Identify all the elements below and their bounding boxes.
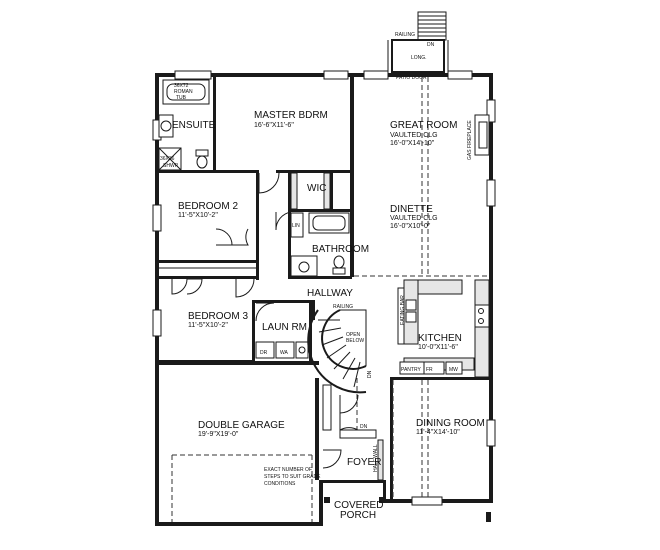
bath-toilet bbox=[332, 255, 346, 275]
porch-posts bbox=[324, 497, 491, 522]
note-tub-size: 36X72 bbox=[174, 83, 189, 89]
bedroom2-dims: 11'-5"X10'-2" bbox=[178, 212, 218, 219]
note-eating-bar: EATING BAR bbox=[400, 295, 406, 325]
exterior-walls bbox=[155, 73, 493, 526]
dinette-sub: VAULTED CLG bbox=[390, 215, 438, 222]
note-railing-top: RAILING bbox=[395, 32, 415, 38]
note-washer: WA bbox=[280, 350, 289, 356]
kitchen-name: KITCHEN bbox=[418, 333, 462, 344]
foyer-name: FOYER bbox=[347, 457, 381, 468]
wic-name: WIC bbox=[307, 183, 326, 194]
bedroom2-name: BEDROOM 2 bbox=[178, 201, 238, 212]
kitchen-dims: 10'-0"X11'-6" bbox=[418, 344, 458, 351]
note-half-wall: HALF WALL bbox=[373, 444, 379, 472]
garage-dims: 19'-9"X19'-0" bbox=[198, 431, 239, 438]
foyer-step bbox=[339, 429, 377, 439]
wic-shelves bbox=[290, 172, 331, 210]
shower bbox=[158, 147, 182, 171]
great-room-name: GREAT ROOM bbox=[390, 120, 457, 131]
bathtub bbox=[308, 212, 350, 234]
half-wall bbox=[377, 439, 384, 481]
master-bdrm-name: MASTER BDRM bbox=[254, 110, 328, 121]
porch-name-1: COVERED bbox=[334, 500, 383, 511]
note-pantry: PANTRY bbox=[401, 367, 421, 373]
curved-stair bbox=[307, 309, 367, 394]
vault-lines bbox=[354, 77, 489, 499]
master-bdrm-dims: 16'-6"X11'-6" bbox=[254, 122, 294, 129]
note-garage-2: STEPS TO SUIT GRADE bbox=[264, 474, 321, 480]
roman-tub bbox=[162, 79, 210, 105]
dining-room-name: DINING ROOM bbox=[416, 418, 485, 429]
ensuite-name: ENSUITE bbox=[172, 120, 216, 131]
ensuite-sink bbox=[158, 114, 174, 138]
bath-vanity bbox=[290, 255, 318, 277]
garage-name: DOUBLE GARAGE bbox=[198, 420, 285, 431]
kitchen-range bbox=[474, 304, 490, 328]
porch-name-2: PORCH bbox=[340, 510, 376, 521]
note-below: BELOW bbox=[346, 338, 364, 344]
bedroom3-dims: 11'-5"X10'-2" bbox=[188, 322, 228, 329]
linen-closet bbox=[290, 212, 304, 238]
rear-stair bbox=[417, 11, 447, 41]
note-tub-roman: ROMAN bbox=[174, 89, 193, 95]
note-garage-1: EXACT NUMBER OF bbox=[264, 467, 312, 473]
pantry-fridge bbox=[399, 361, 463, 375]
note-dn-stair: DN bbox=[367, 370, 373, 378]
note-dryer: DR bbox=[260, 350, 268, 356]
note-patio-door: PATIO DOOR bbox=[396, 75, 427, 81]
note-railing-stair: RAILING bbox=[333, 304, 353, 310]
great-room-sub: VAULTED CLG bbox=[390, 132, 438, 139]
note-shower: SHWR bbox=[163, 163, 179, 169]
great-room-dims: 16'-0"X14'-10" bbox=[390, 140, 435, 147]
laundry-name: LAUN RM bbox=[262, 322, 307, 333]
ensuite-toilet bbox=[195, 149, 209, 169]
bedroom3-name: BEDROOM 3 bbox=[188, 311, 248, 322]
note-linen: LIN bbox=[292, 223, 300, 229]
doors bbox=[171, 172, 359, 469]
kitchen-sink bbox=[405, 299, 417, 323]
note-fireplace: GAS FIREPLACE bbox=[467, 120, 473, 160]
hallway-name: HALLWAY bbox=[307, 288, 353, 299]
rear-deck bbox=[387, 39, 449, 74]
dining-room-dims: 11'-4"X14'-10" bbox=[416, 429, 460, 436]
note-tub: TUB bbox=[176, 95, 187, 101]
dinette-dims: 16'-0"X10'-0" bbox=[390, 223, 431, 230]
bathroom-name: BATHROOM bbox=[312, 244, 369, 255]
gas-fireplace bbox=[474, 114, 490, 156]
note-open: OPEN bbox=[346, 332, 361, 338]
note-shower-size: 36X36 bbox=[160, 156, 175, 162]
note-microwave: MW bbox=[449, 367, 458, 373]
note-garage-3: CONDITIONS bbox=[264, 481, 296, 487]
dinette-name: DINETTE bbox=[390, 204, 433, 215]
garage-door bbox=[171, 454, 313, 522]
note-dn-top: DN bbox=[427, 42, 435, 48]
laundry-appliances bbox=[255, 341, 309, 359]
interior-walls bbox=[159, 77, 489, 503]
garage-steps bbox=[322, 384, 332, 431]
note-fridge: FR bbox=[426, 367, 433, 373]
note-dn-foyer: DN bbox=[360, 424, 368, 430]
note-long: LONG. bbox=[411, 55, 427, 61]
